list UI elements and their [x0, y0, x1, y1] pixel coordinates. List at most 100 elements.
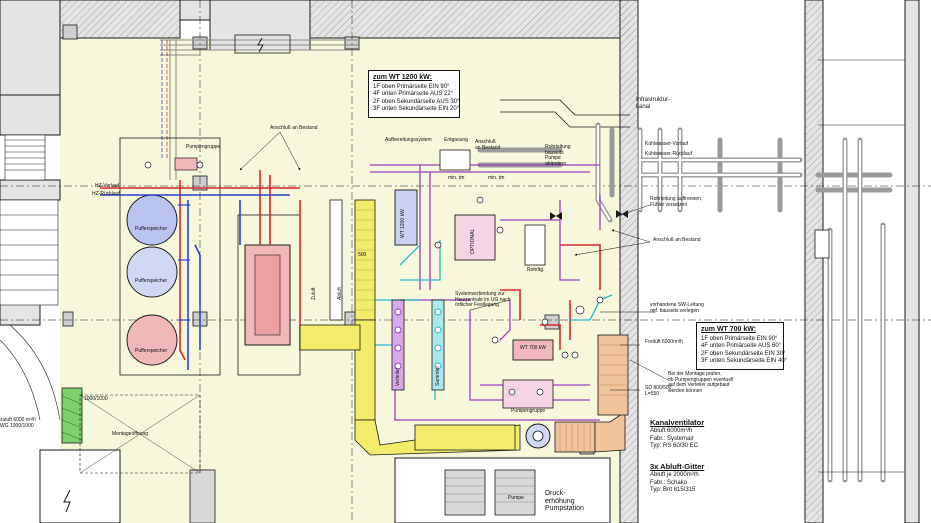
- wt1200-info-box: zum WT 1200 kW: 1F oben Primärseite EIN …: [368, 70, 460, 118]
- wt1200-unit-label: WT 1200 kW: [400, 209, 406, 238]
- kanalventilator-hub: [532, 430, 544, 442]
- vorhandene-line1: vorhandene SW-Leitung: [650, 302, 704, 308]
- wt700-unit: [512, 339, 554, 361]
- abluft-vertical-label: Abluft: [337, 287, 343, 300]
- systemverbindung-line2: Heizzentrale im UG nach: [455, 296, 511, 303]
- zuluft-label: zuluft 6000 m³/h WG 1000/1000: [0, 417, 36, 429]
- wt700-unit-label: WT 700 kW: [520, 345, 547, 351]
- cold-pipes: [100, 194, 290, 370]
- infra-kanal-line1: Infrastruktur-: [636, 97, 671, 103]
- zuluft-line1: zuluft 6000 m³/h: [0, 417, 36, 423]
- heat-exchanger-inner: [254, 254, 281, 336]
- pufferspeicher-tanks: [126, 194, 178, 366]
- vorhandene-line2: ggf. bauseits verlegen: [650, 307, 699, 314]
- electric-top-box: [234, 34, 291, 54]
- wt1200-box-title: zum WT 1200 kW:: [373, 74, 432, 81]
- wall-hatch-mid: [310, 0, 630, 38]
- infra-kanal-line2: kanal: [636, 103, 651, 110]
- wall-hatch-far: [805, 0, 823, 523]
- montage-line1: Bei der Montage prüfen,: [668, 371, 722, 377]
- auftrennen-line1: Rohrleitung auftrennen,: [650, 196, 703, 202]
- electric-cabinet: [189, 469, 216, 523]
- room-corridor: [630, 38, 830, 523]
- pumpstation-hatch: [445, 477, 535, 503]
- min-tm-label: min. tm: [448, 175, 465, 181]
- vorhandene-sw-label: vorhandene SW-Leitung ggf. bauseits verl…: [650, 302, 704, 314]
- valve-bowties: [550, 210, 628, 220]
- sd-line1: SD 800/500: [645, 385, 672, 391]
- wt1200-box-row: 1F oben Primärseite EIN 90°: [373, 83, 450, 90]
- sd-line2: L=550: [645, 390, 660, 397]
- zuluft-line2: WG 1000/1000: [0, 422, 34, 429]
- abluft-title: 3x Abluft-Gitter: [650, 462, 705, 471]
- wt700-box-row: 3F unten Sekundärseite EIN 40°: [701, 358, 788, 365]
- leader-lines: [239, 131, 669, 391]
- sd-800-label: SD 800/500 L=550: [645, 385, 672, 397]
- rohrleitung-line4: abändern: [545, 160, 567, 167]
- sammler-nodes: [434, 308, 442, 370]
- enclosure-pufferspeicher: [119, 137, 221, 376]
- wt1200-box-row: 3F unten Sekundärseite EIN 20°: [373, 106, 460, 113]
- wt700-box-title: zum WT 700 kW:: [701, 326, 757, 333]
- kanal-row: Typ: RS 60/30 EC: [650, 443, 699, 450]
- rohrleitung-line1: Rohrleitung: [545, 144, 571, 150]
- anschluss-bestand-right-label: Anschluß an Bestand: [653, 237, 701, 243]
- rohrltg-unit: [524, 224, 546, 266]
- lightning-icon-top: [257, 37, 264, 53]
- kanalventilator-info: Kanalventilator Abluft 6000m³/h Fabr.: S…: [650, 418, 704, 451]
- wt1200-box-row: 4F unten Primärseite AUS 22°: [373, 91, 454, 98]
- pufferspeicher-label-1: Pufferspeicher: [135, 226, 168, 232]
- pumpe-label: Pumpe: [508, 495, 524, 501]
- hvac-grey-inner: [596, 125, 885, 480]
- lightning-icon: [63, 489, 71, 513]
- optional-unit-label: OPTIONAL: [470, 228, 476, 254]
- anschluss-small-line1: Anschluß: [475, 139, 496, 145]
- pumpstation-tanks: [444, 469, 536, 516]
- entgasung-unit: [439, 149, 471, 171]
- min-tm-label-2: min. tm: [488, 175, 505, 181]
- hz-ruecklauf-label: HZ-Rücklauf: [92, 191, 120, 197]
- kanal-row: Fabr.: Systemair: [650, 435, 694, 442]
- duct-500-label: 500: [358, 252, 367, 258]
- hz-vorlauf-label: HZ-Vorlauf: [95, 183, 119, 189]
- wt700-box-row: 4F unten Primärseite AUS 60°: [701, 343, 782, 350]
- rohrltg-label: Rohrltg.: [527, 267, 545, 273]
- systemverbindung-label: Systemverbindung zur Heizzentrale im UG …: [455, 291, 511, 309]
- kuehlwasser-ruecklauf-label: Kühlwasser-Rücklauf: [645, 151, 692, 157]
- corridor-device: [814, 229, 830, 259]
- abluft-gitter-info: 3x Abluft-Gitter Abluft je 2000m³/h Fabr…: [650, 462, 704, 495]
- kanal-row: Abluft 6000m³/h: [650, 427, 693, 434]
- wt1200-unit: [394, 189, 418, 246]
- montage-opening: [79, 394, 201, 474]
- infra-kanal-label: Infrastruktur- kanal: [636, 97, 670, 110]
- tank-connect-pipes: [178, 204, 190, 321]
- corridor-lines: [818, 59, 905, 473]
- yellow-duct-hatch: [355, 209, 375, 311]
- optional-unit: [454, 214, 496, 261]
- anschluss-small-label: Anschluß an Bestand: [475, 139, 500, 151]
- abluft-row: Typ: Brit 815/315: [650, 487, 696, 494]
- abluft-row: Fabr.: Schako: [650, 479, 688, 486]
- rohrleitung-line2: bauseits: [545, 149, 564, 156]
- zuluft-vertical-label: Zuluft: [311, 287, 317, 300]
- druck-line1: Druck-: [545, 490, 566, 497]
- valves: [144, 161, 604, 396]
- wt700-info-box: zum WT 700 kW: 1F oben Primärseite EIN 9…: [696, 322, 788, 370]
- systemverbindung-line3: örtlicher Festlegung: [455, 302, 499, 308]
- druckerhoehung-label: Druck- erhöhung Pumpstation: [545, 490, 584, 513]
- pumpengruppe-label: Pumpengruppe: [511, 408, 546, 414]
- aufbereitungssystem-label: Aufbereitungssystem: [385, 137, 432, 143]
- verteiler-nodes: [394, 308, 402, 370]
- abluft-row: Abluft je 2000m³/h: [650, 471, 699, 478]
- rohrleitung-line3: Pumpe: [545, 155, 561, 161]
- entgasung-label: Entgasung: [444, 137, 468, 143]
- kanal-title: Kanalventilator: [650, 418, 705, 427]
- wt700-box-row: 1F oben Primärseite EIN 90°: [701, 335, 778, 342]
- montage-pruefen-label: Bei der Montage prüfen, ob Pumpengruppen…: [668, 371, 733, 394]
- pumpengruppe-top-unit: [174, 157, 198, 171]
- kuehlwasser-vorlauf-label: Kühlwasser-Vorlauf: [645, 141, 689, 147]
- druck-line2: erhöhung: [545, 497, 575, 505]
- pufferspeicher-label-3: Pufferspeicher: [135, 348, 168, 354]
- duct-1000-label: 1000/1000: [84, 396, 108, 402]
